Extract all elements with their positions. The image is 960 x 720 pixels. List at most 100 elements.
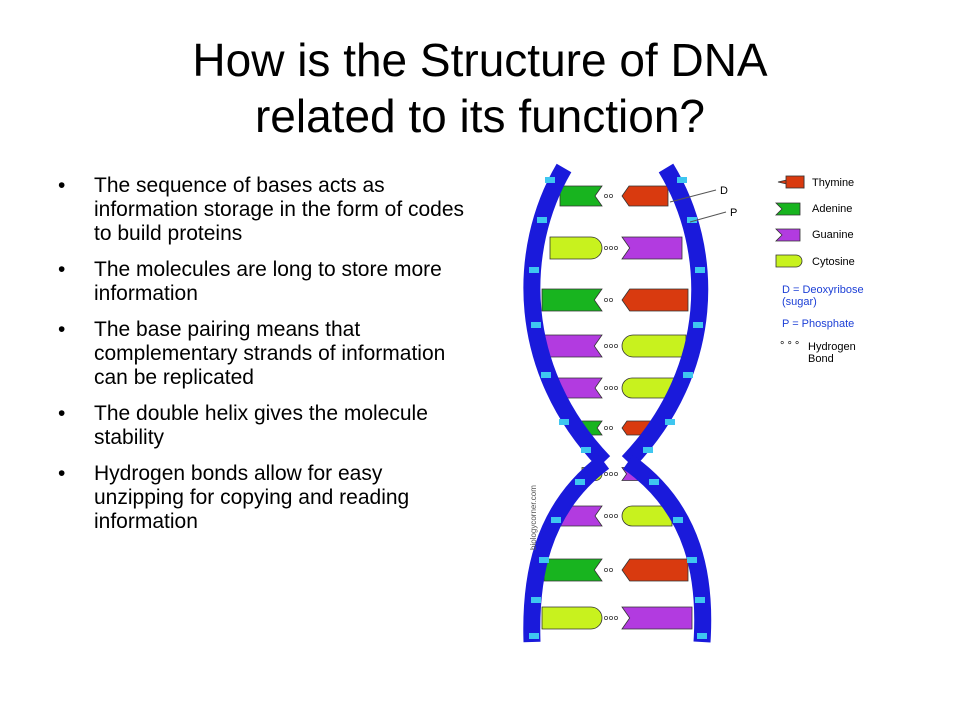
phosphate-tick bbox=[531, 597, 541, 603]
hydrogen-bond-dot bbox=[604, 297, 609, 302]
phosphate-tick bbox=[649, 479, 659, 485]
phosphate-tick bbox=[693, 322, 703, 328]
phosphate-tick bbox=[683, 372, 693, 378]
hydrogen-bond-dot bbox=[609, 385, 614, 390]
base-pairs bbox=[541, 185, 693, 630]
backbone-right-upper bbox=[621, 163, 709, 468]
legend-thymine-body bbox=[785, 175, 805, 189]
hydrogen-bond-dot bbox=[604, 425, 609, 430]
phosphate-tick bbox=[677, 177, 687, 183]
hydrogen-bond-dot bbox=[604, 471, 609, 476]
hydrogen-bond-dot bbox=[609, 471, 614, 476]
hydrogen-bond-dot bbox=[604, 513, 609, 518]
phosphate-tick bbox=[559, 419, 569, 425]
phosphate-tick bbox=[581, 447, 591, 453]
base-cytosine-right bbox=[621, 334, 687, 358]
legend-adenine-swatch bbox=[775, 202, 801, 216]
title-line-1: How is the Structure of DNA bbox=[192, 34, 768, 86]
legend-guanine-swatch bbox=[775, 228, 801, 242]
bullet-dot: • bbox=[58, 318, 66, 341]
bullet-dot: • bbox=[58, 174, 66, 197]
hydrogen-bond-dot bbox=[609, 615, 614, 620]
phosphate-tick bbox=[537, 217, 547, 223]
phosphate-tick bbox=[665, 419, 675, 425]
legend-deoxyribose-line2: (sugar) bbox=[782, 296, 817, 308]
legend: Thymine Adenine Guanine Cytosine D = Deo… bbox=[775, 175, 864, 365]
pointer-p-label: P bbox=[730, 207, 737, 219]
bullet-text: The molecules are long to store more inf… bbox=[94, 258, 442, 305]
bullet-item: • Hydrogen bonds allow for easy unzipping… bbox=[58, 462, 478, 534]
hydrogen-bond-dot bbox=[609, 513, 614, 518]
legend-thymine-label: Thymine bbox=[812, 177, 854, 189]
backbone-left-upper bbox=[523, 163, 611, 468]
base-guanine-right bbox=[621, 236, 683, 260]
legend-hbond-line2: Bond bbox=[808, 353, 834, 365]
base-cytosine-left bbox=[549, 236, 603, 260]
hydrogen-bond-dot bbox=[609, 194, 614, 199]
legend-deoxyribose-line1: D = Deoxyribose bbox=[782, 284, 864, 296]
hydrogen-bond-dot bbox=[609, 343, 614, 348]
pointer-p-line bbox=[689, 211, 727, 223]
pointer-d-line bbox=[669, 189, 717, 203]
base-thymine-right bbox=[621, 288, 689, 312]
bullet-text: Hydrogen bonds allow for easy unzipping … bbox=[94, 462, 410, 533]
bullet-item: • The sequence of bases acts as informati… bbox=[58, 174, 478, 246]
legend-hbond-line1: Hydrogen bbox=[808, 341, 856, 353]
title-line-2: related to its function? bbox=[254, 90, 706, 142]
hydrogen-bond-dot bbox=[609, 567, 614, 572]
bullet-item: • The molecules are long to store more in… bbox=[58, 258, 478, 306]
hydrogen-bond-dot bbox=[609, 297, 614, 302]
legend-guanine-label: Guanine bbox=[812, 229, 854, 241]
hydrogen-bond-dot bbox=[614, 246, 619, 251]
base-thymine-right bbox=[621, 185, 669, 207]
bullet-dot: • bbox=[58, 258, 66, 281]
base-guanine-left bbox=[543, 334, 603, 358]
base-thymine-right bbox=[621, 558, 689, 582]
bullet-item: • The base pairing means that complementa… bbox=[58, 318, 478, 390]
hydrogen-bond-dot bbox=[614, 385, 619, 390]
dna-diagram: D P biologycorner.com Thymine Adenine Gu… bbox=[520, 160, 920, 650]
phosphate-tick bbox=[551, 517, 561, 523]
watermark: biologycorner.com bbox=[529, 485, 538, 550]
phosphate-tick bbox=[695, 267, 705, 273]
phosphate-tick bbox=[643, 447, 653, 453]
phosphate-tick bbox=[687, 217, 697, 223]
hydrogen-bond-dot bbox=[614, 513, 619, 518]
phosphate-tick bbox=[697, 633, 707, 639]
phosphate-tick bbox=[541, 372, 551, 378]
hydrogen-bond-dot bbox=[614, 615, 619, 620]
phosphate-tick bbox=[695, 597, 705, 603]
base-cytosine-right bbox=[621, 377, 675, 399]
phosphate-tick bbox=[531, 322, 541, 328]
hydrogen-bond-dot bbox=[604, 567, 609, 572]
legend-cytosine-label: Cytosine bbox=[812, 256, 855, 268]
pointer-d-label: D bbox=[720, 185, 728, 197]
phosphate-tick bbox=[687, 557, 697, 563]
phosphate-tick bbox=[575, 479, 585, 485]
bullet-item: •The double helix gives the molecule sta… bbox=[58, 402, 478, 450]
hydrogen-bond-dot bbox=[604, 194, 609, 199]
phosphate-ticks bbox=[529, 177, 707, 639]
base-cytosine-right bbox=[621, 505, 673, 527]
legend-phosphate-label: P = Phosphate bbox=[782, 318, 854, 330]
bullet-text: The sequence of bases acts as informatio… bbox=[94, 174, 465, 245]
phosphate-tick bbox=[529, 633, 539, 639]
base-adenine-left bbox=[543, 558, 603, 582]
base-adenine-left bbox=[541, 288, 603, 312]
hydrogen-bond-dot bbox=[609, 425, 614, 430]
hydrogen-bond-dot bbox=[609, 246, 614, 251]
slide-title: How is the Structure of DNA related to i… bbox=[0, 32, 960, 144]
phosphate-tick bbox=[539, 557, 549, 563]
hydrogen-bond-dot bbox=[604, 343, 609, 348]
base-adenine-left bbox=[559, 185, 603, 207]
hydrogen-bond-dot bbox=[604, 615, 609, 620]
hydrogen-bond-dot bbox=[604, 246, 609, 251]
bullet-dot: • bbox=[58, 462, 66, 485]
bullet-text: The base pairing means that complementar… bbox=[94, 318, 446, 389]
hydrogen-bond-dot bbox=[604, 385, 609, 390]
phosphate-tick bbox=[545, 177, 555, 183]
dna-diagram-svg: D P biologycorner.com Thymine Adenine Gu… bbox=[523, 163, 864, 643]
phosphate-tick bbox=[673, 517, 683, 523]
legend-cytosine-swatch bbox=[775, 254, 803, 268]
hydrogen-bond-dot bbox=[614, 471, 619, 476]
